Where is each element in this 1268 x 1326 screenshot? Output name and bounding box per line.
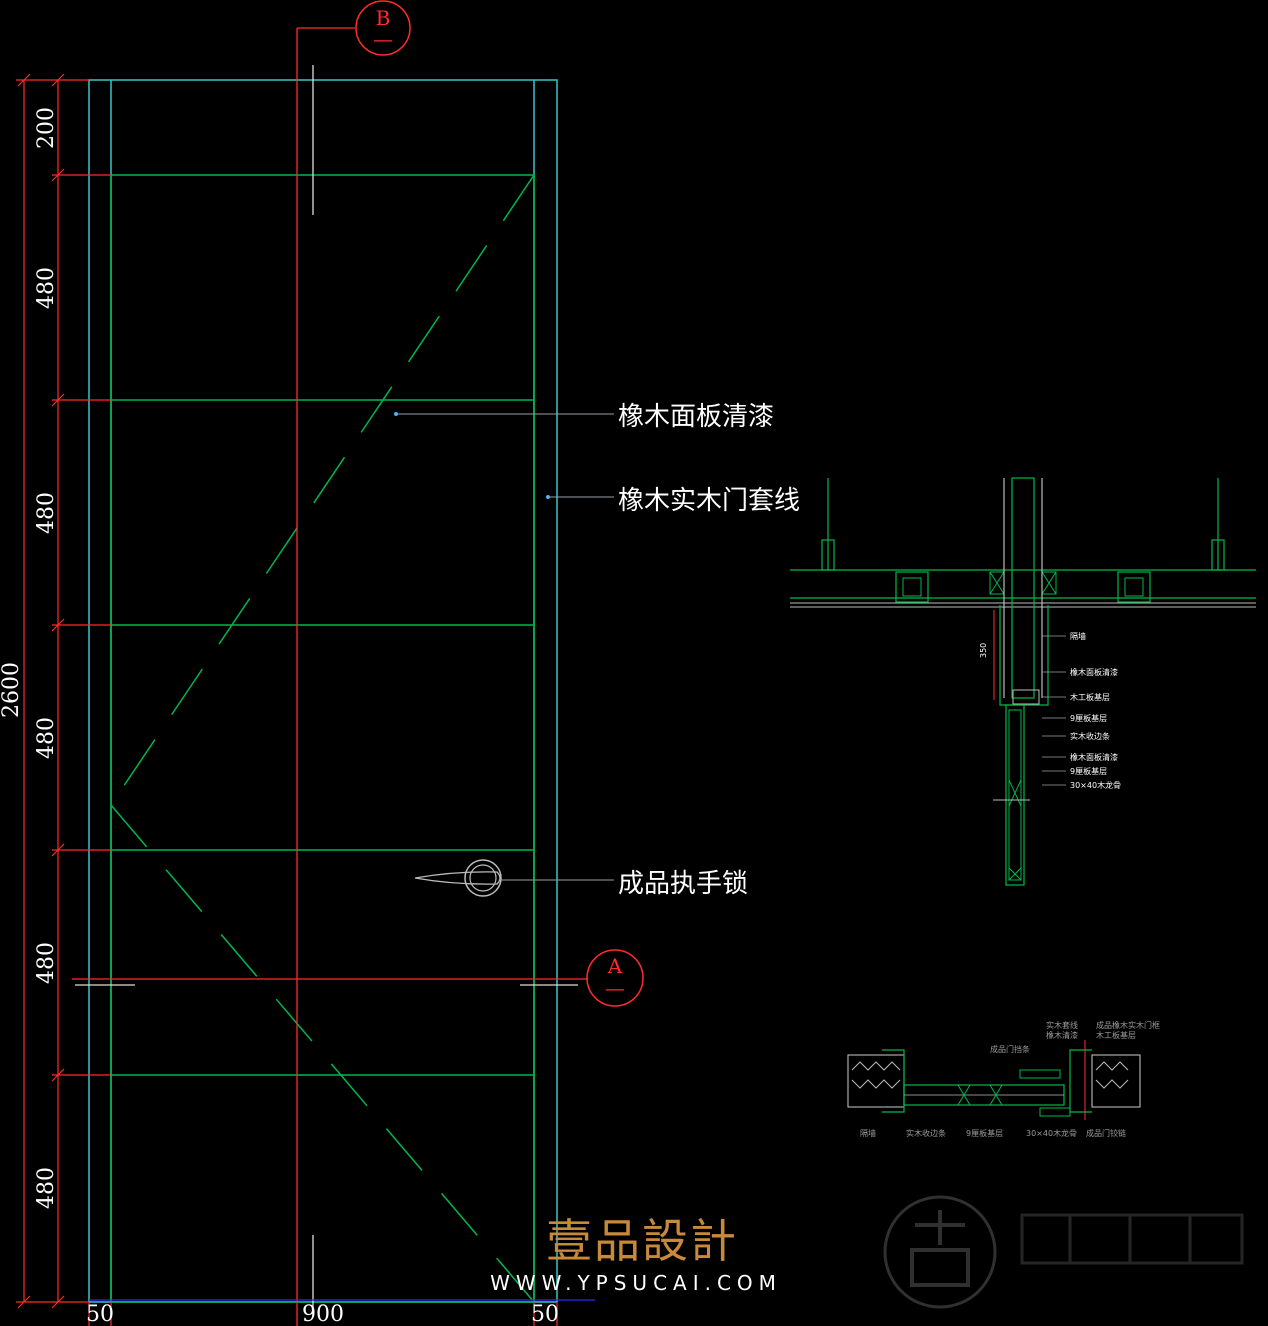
- watermark-url: WWW.YPSUCAI.COM: [490, 1271, 782, 1295]
- section-tag-b-sub: —: [373, 27, 393, 51]
- plan-bottom-label-3: 30×40木龙骨: [1026, 1128, 1077, 1138]
- plan-bottom-label-1: 实木收边条: [906, 1128, 946, 1138]
- watermark: 壹品設計 WWW.YPSUCAI.COM: [490, 1195, 1244, 1309]
- dim-segment-4: 480: [34, 717, 59, 759]
- callout-lock: 成品执手锁: [618, 869, 748, 899]
- section-tag-a: A —: [586, 949, 644, 1007]
- dim-segment-1: 200: [34, 107, 59, 149]
- plan-bottom-label-2: 9厘板基层: [966, 1128, 1003, 1138]
- section-label-0: 隔墙: [1070, 631, 1086, 641]
- dim-total-height: 2600: [0, 662, 24, 718]
- dim-segment-5: 480: [34, 942, 59, 984]
- callout-panel: 橡木面板清漆: [618, 402, 774, 432]
- section-label-4: 实木收边条: [1070, 731, 1110, 741]
- section-tag-b: B —: [355, 0, 411, 56]
- dim-segment-3: 480: [34, 492, 59, 534]
- dim-width-center: 900: [302, 1302, 344, 1326]
- door-handle-icon: [414, 859, 502, 897]
- plan-top-label-0: 成品门挡条: [990, 1044, 1030, 1054]
- plan-top-label-2: 橡木清漆: [1046, 1030, 1078, 1040]
- plan-bottom-label-0: 隔墙: [860, 1128, 876, 1138]
- dim-width-left: 50: [86, 1302, 114, 1326]
- plan-top-label-4: 木工板基层: [1096, 1030, 1136, 1040]
- section-label-2: 木工板基层: [1070, 692, 1110, 702]
- door-leaf: [110, 174, 535, 1303]
- dimension-lines: [16, 73, 558, 1326]
- door-elevation: B — A — 橡木面板清漆 橡木实木门套线 成品执手锁: [72, 0, 800, 1326]
- plan-top-label-3: 成品橡木实木门框: [1096, 1020, 1160, 1030]
- section-label-1: 橡木面板清漆: [1070, 667, 1118, 677]
- section-detail: 350 隔墙 橡木面板清漆 木工板基层 9厘板基层 实木收边条 橡木面板清漆 9…: [790, 477, 1256, 886]
- watermark-logo-icon: [883, 1195, 1244, 1309]
- plan-detail: 成品门挡条 实木套线 橡木清漆 成品橡木实木门框 木工板基层 隔墙 实木收边条 …: [847, 1020, 1160, 1138]
- callout-frame: 橡木实木门套线: [618, 486, 800, 516]
- section-tag-b-letter: B: [376, 6, 391, 30]
- dim-segment-2: 480: [34, 267, 59, 309]
- section-dim-label: 350: [979, 643, 988, 658]
- section-tag-a-letter: A: [607, 954, 623, 978]
- swing-line-upper: [110, 174, 535, 806]
- dim-width-right: 50: [531, 1302, 559, 1326]
- dim-segment-6: 480: [34, 1167, 59, 1209]
- plan-bottom-label-4: 成品门铰链: [1086, 1128, 1126, 1138]
- section-tag-a-sub: —: [605, 976, 625, 1000]
- plan-top-label-1: 实木套线: [1046, 1020, 1078, 1030]
- section-label-7: 30×40木龙骨: [1070, 780, 1121, 790]
- section-label-5: 橡木面板清漆: [1070, 752, 1118, 762]
- door-frame-outer: [88, 79, 558, 1303]
- watermark-brand: 壹品設計: [546, 1214, 738, 1268]
- section-label-3: 9厘板基层: [1070, 713, 1107, 723]
- section-label-6: 9厘板基层: [1070, 766, 1107, 776]
- swing-line-lower: [110, 804, 535, 1303]
